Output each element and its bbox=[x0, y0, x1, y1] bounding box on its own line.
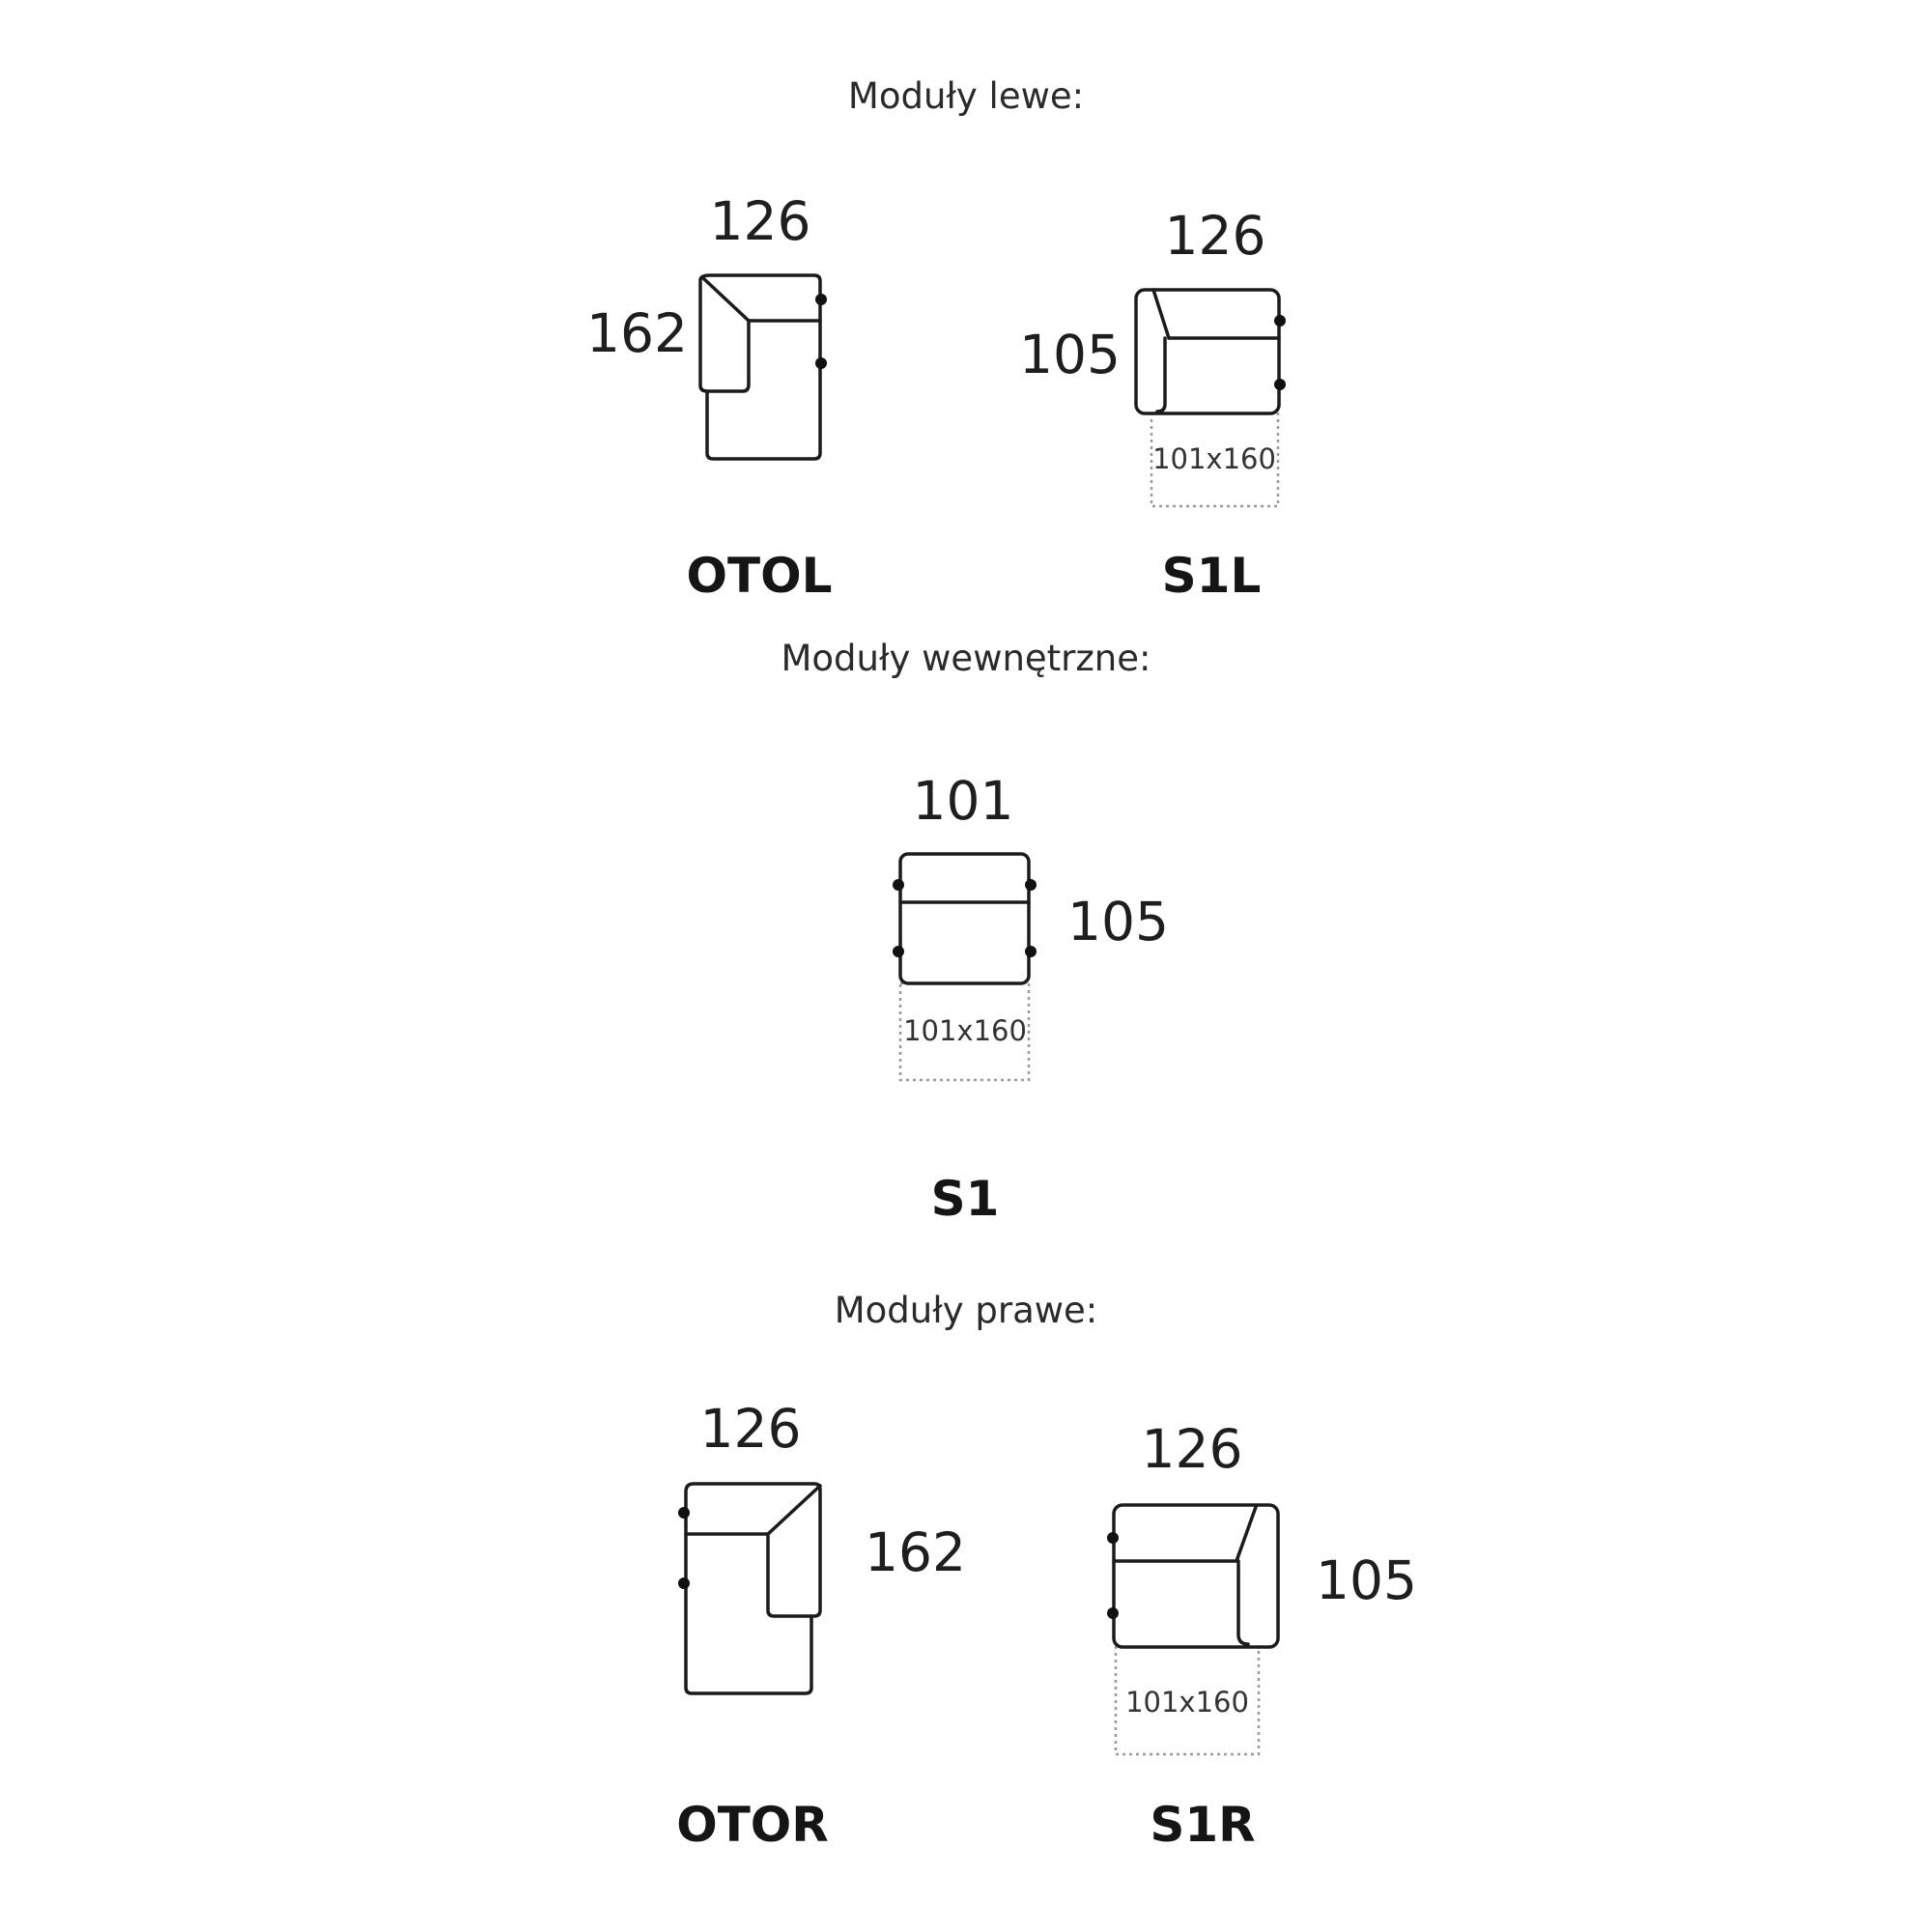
s1-sleeping-area-label: 101x160 bbox=[903, 1014, 1027, 1047]
s1l-code-label: S1L bbox=[1161, 548, 1262, 604]
s1-code-label: S1 bbox=[930, 1171, 1000, 1227]
otor-depth-label: 162 bbox=[865, 1521, 966, 1583]
module-otol-drawing bbox=[698, 273, 827, 461]
otol-code-label: OTOL bbox=[686, 548, 833, 604]
s1-depth-label: 105 bbox=[1067, 891, 1169, 952]
s1-width-label: 101 bbox=[912, 770, 1014, 832]
otol-depth-label: 162 bbox=[586, 302, 688, 364]
otor-width-label: 126 bbox=[699, 1398, 802, 1460]
s1l-width-label: 126 bbox=[1164, 205, 1266, 267]
otor-code-label: OTOR bbox=[676, 1797, 829, 1853]
otol-width-label: 126 bbox=[709, 190, 811, 252]
section-title-right: Moduły prawe: bbox=[834, 1290, 1098, 1331]
section-title-left: Moduły lewe: bbox=[847, 75, 1085, 117]
s1r-code-label: S1R bbox=[1150, 1797, 1256, 1853]
module-s1-drawing bbox=[893, 852, 1037, 1082]
s1r-sleeping-area-label: 101x160 bbox=[1125, 1686, 1249, 1719]
s1r-depth-label: 105 bbox=[1316, 1549, 1417, 1611]
s1l-depth-label: 105 bbox=[1019, 324, 1121, 385]
s1r-width-label: 126 bbox=[1141, 1418, 1243, 1480]
section-title-interior: Moduły wewnętrzne: bbox=[781, 638, 1151, 679]
s1l-sleeping-area-label: 101x160 bbox=[1152, 442, 1276, 475]
module-s1r-drawing bbox=[1107, 1503, 1280, 1756]
module-s1l-drawing bbox=[1134, 288, 1286, 508]
module-otor-drawing bbox=[678, 1482, 822, 1695]
